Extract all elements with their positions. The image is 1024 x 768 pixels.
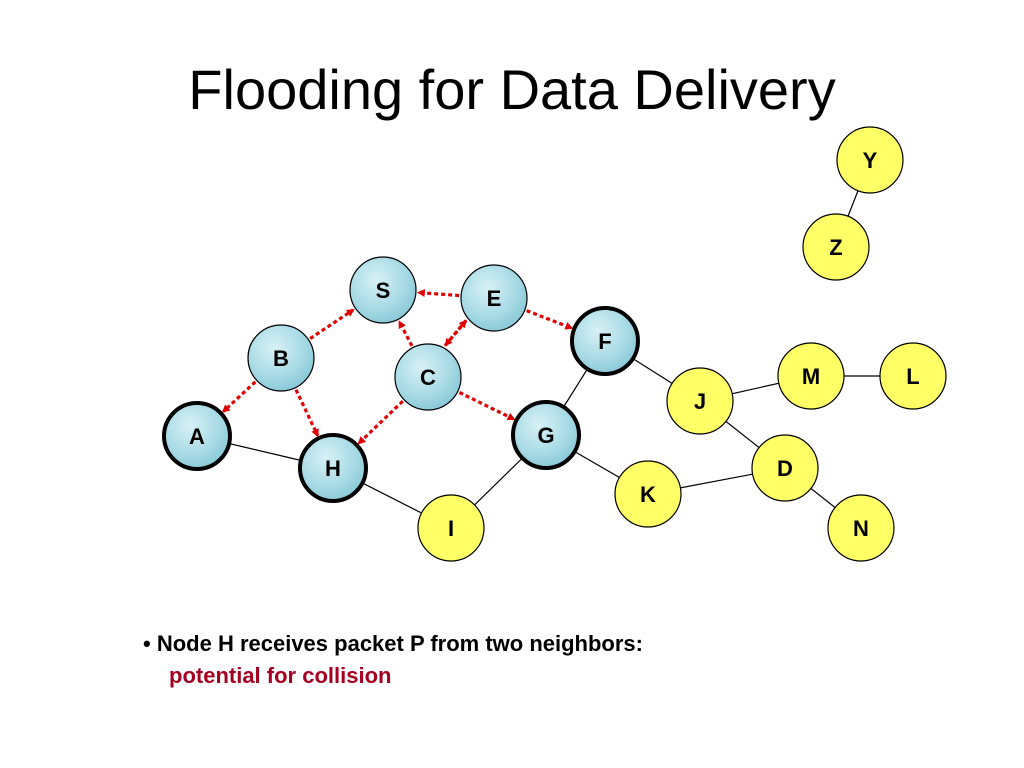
node-M-circle <box>777 342 845 410</box>
node-N-label: N <box>853 516 869 541</box>
node-E: E <box>460 264 528 332</box>
transmission-arrow-B-to-S <box>309 308 355 340</box>
node-F-circle <box>570 306 640 376</box>
transmission-arrow-C-to-E <box>443 319 467 347</box>
node-B: B <box>247 324 315 392</box>
node-M-label: M <box>802 364 820 389</box>
node-S: S <box>349 256 417 324</box>
transmission-arrow-C-to-H <box>357 400 404 445</box>
node-I-circle <box>417 494 485 562</box>
slide-title: Flooding for Data Delivery <box>188 58 836 121</box>
node-F: F <box>570 306 640 376</box>
node-K: K <box>614 460 682 528</box>
node-S-circle <box>349 256 417 324</box>
node-Y-label: Y <box>863 148 878 173</box>
transmission-arrow-B-to-A <box>221 380 257 413</box>
node-G-circle <box>511 400 581 470</box>
node-E-label: E <box>487 286 502 311</box>
node-M: M <box>777 342 845 410</box>
transmission-arrow-C-to-S <box>398 320 414 347</box>
node-E-circle <box>460 264 528 332</box>
caption-line1: Node H receives packet P from two neighb… <box>156 631 643 656</box>
node-Z-label: Z <box>829 235 842 260</box>
node-K-circle <box>614 460 682 528</box>
node-D-label: D <box>777 456 793 481</box>
node-D-circle <box>751 434 819 502</box>
node-C-circle <box>394 343 462 411</box>
node-Z-circle <box>802 213 870 281</box>
node-I-label: I <box>448 516 454 541</box>
node-I: I <box>417 494 485 562</box>
node-Z: Z <box>802 213 870 281</box>
node-L-circle <box>879 342 947 410</box>
node-B-circle <box>247 324 315 392</box>
caption-line2-highlight: potential for collision <box>169 663 392 688</box>
node-C-label: C <box>420 365 436 390</box>
node-G: G <box>511 400 581 470</box>
transmission-arrow-E-to-S <box>416 289 460 298</box>
nodes-layer: S E B C A H G F I K J D N M L Z Y <box>162 126 947 562</box>
node-Y: Y <box>836 126 904 194</box>
node-N: N <box>827 494 895 562</box>
node-J-circle <box>666 367 734 435</box>
caption-bullet: • <box>143 631 151 656</box>
node-A: A <box>162 401 232 471</box>
transmission-arrow-B-to-H <box>294 388 320 438</box>
caption: • Node H receives packet P from two neig… <box>143 628 643 692</box>
node-H-circle <box>298 433 368 503</box>
transmission-arrows-layer <box>221 289 574 445</box>
node-L-label: L <box>906 364 919 389</box>
node-G-label: G <box>537 423 554 448</box>
node-A-label: A <box>189 424 205 449</box>
node-J-label: J <box>694 389 706 414</box>
node-H: H <box>298 433 368 503</box>
node-C: C <box>394 343 462 411</box>
node-F-label: F <box>598 329 611 354</box>
node-J: J <box>666 367 734 435</box>
node-L: L <box>879 342 947 410</box>
node-H-label: H <box>325 456 341 481</box>
node-S-label: S <box>376 278 391 303</box>
transmission-arrow-C-to-G <box>458 391 516 421</box>
node-D: D <box>751 434 819 502</box>
node-Y-circle <box>836 126 904 194</box>
node-K-label: K <box>640 482 656 507</box>
node-N-circle <box>827 494 895 562</box>
transmission-arrow-E-to-F <box>526 309 574 330</box>
node-A-circle <box>162 401 232 471</box>
node-B-label: B <box>273 346 289 371</box>
